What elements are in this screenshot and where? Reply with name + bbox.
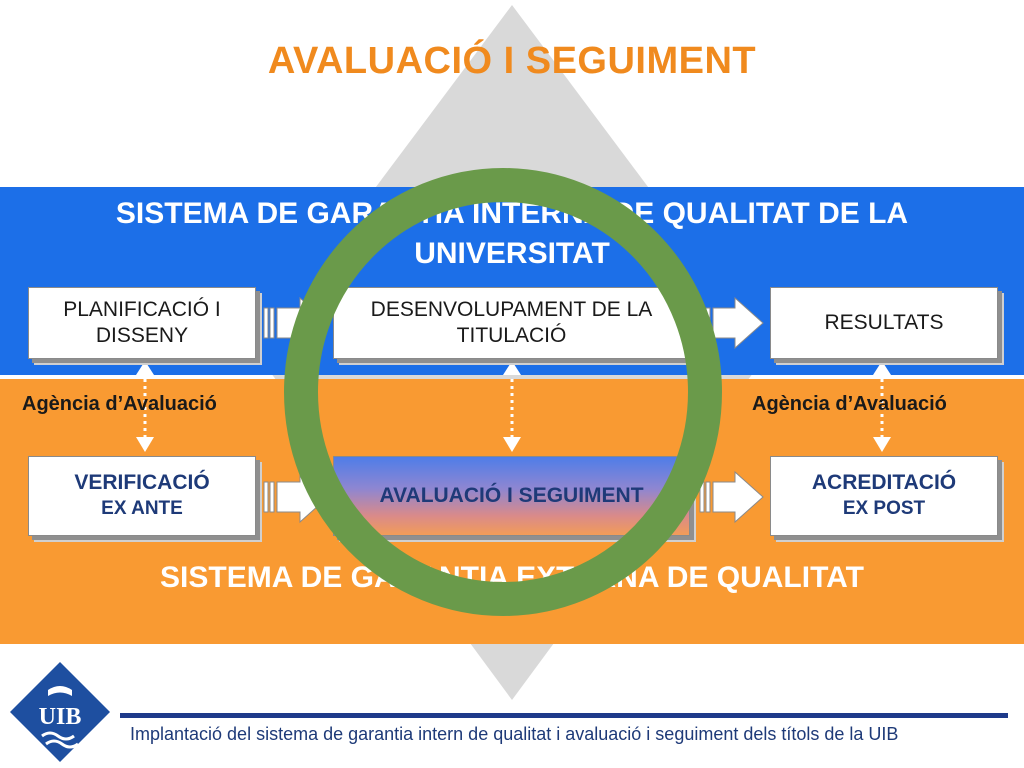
accreditation-box: ACREDITACIÓ EX POST bbox=[770, 456, 998, 536]
arrow-followup-to-accreditation bbox=[699, 470, 764, 524]
footer-divider bbox=[120, 713, 1008, 718]
agency-right-label: Agència d’Avaluació bbox=[752, 393, 947, 415]
followup-label: AVALUACIÓ I SEGUIMENT bbox=[379, 484, 644, 507]
internal-system-title: SISTEMA DE GARANTIA INTERNA DE QUALITAT … bbox=[115, 197, 909, 270]
followup-box: AVALUACIÓ I SEGUIMENT bbox=[333, 456, 690, 536]
agency-left-label: Agència d’Avaluació bbox=[22, 393, 217, 415]
arrow-verification-to-followup bbox=[263, 470, 329, 524]
logo-text: UIB bbox=[39, 704, 82, 730]
link-planning-verification bbox=[136, 361, 154, 452]
results-label: RESULTATS bbox=[824, 311, 944, 334]
footer-caption: Implantació del sistema de garantia inte… bbox=[130, 724, 899, 744]
uib-logo: UIB bbox=[10, 662, 110, 762]
verification-box: VERIFICACIÓ EX ANTE bbox=[28, 456, 256, 536]
accreditation-sub-label: EX POST bbox=[842, 498, 926, 519]
verification-label: VERIFICACIÓ bbox=[74, 471, 210, 494]
link-results-accreditation bbox=[873, 361, 891, 452]
development-label: DESENVOLUPAMENT DE LA TITULACIÓ bbox=[370, 298, 653, 347]
link-development-followup bbox=[503, 361, 521, 452]
planning-design-label: PLANIFICACIÓ I DISSENY bbox=[63, 298, 221, 347]
planning-design-box: PLANIFICACIÓ I DISSENY bbox=[28, 287, 256, 359]
development-box: DESENVOLUPAMENT DE LA TITULACIÓ bbox=[333, 287, 690, 359]
accreditation-label: ACREDITACIÓ bbox=[811, 471, 957, 494]
results-box: RESULTATS bbox=[770, 287, 998, 359]
verification-sub-label: EX ANTE bbox=[101, 498, 183, 519]
page-title: AVALUACIÓ I SEGUIMENT bbox=[267, 40, 757, 82]
